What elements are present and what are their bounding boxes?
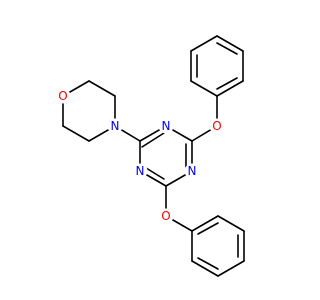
bond-phenyl-bottom — [191, 260, 219, 277]
bond-triazine-double — [145, 167, 165, 180]
bond-phenyl-bottom — [191, 215, 219, 232]
atom-n-triazine-3: N — [132, 163, 148, 179]
atom-symbol: N — [136, 164, 145, 178]
atom-symbol: N — [188, 164, 197, 178]
atom-n-triazine-1: N — [158, 118, 174, 134]
atom-symbol: O — [212, 119, 221, 133]
bond-morpholine — [62, 125, 90, 142]
bond-triazine-double — [141, 132, 165, 148]
bond-phenyl-top — [216, 80, 244, 97]
atom-symbol: O — [58, 89, 67, 103]
bond-phenyl-bottom-double — [197, 257, 219, 270]
atom-symbol: O — [161, 209, 170, 223]
bond-phenyl-top — [216, 35, 244, 52]
atom-o-ether-top: O — [209, 118, 225, 134]
atom-n-morpholine: N — [107, 118, 123, 134]
bond-phenyl-top — [190, 80, 218, 97]
bond-phenyl-bottom-double — [197, 222, 219, 235]
bond-phenyl-top-double — [216, 77, 238, 90]
atom-label-layer: O N N N N O O — [55, 88, 225, 224]
atom-o-ether-bottom: O — [158, 208, 174, 224]
bond-phenyl-top — [190, 35, 218, 52]
bond-layer — [62, 35, 245, 277]
atom-symbol: N — [111, 119, 120, 133]
bond-morpholine — [88, 80, 116, 97]
atom-o-morpholine: O — [55, 88, 71, 104]
atom-n-triazine-2: N — [184, 163, 200, 179]
molecule-structure-diagram: O N N N N O O — [55, 35, 245, 277]
atom-symbol: N — [162, 119, 171, 133]
bond-phenyl-bottom — [217, 260, 245, 277]
bond-phenyl-bottom — [217, 215, 245, 232]
bond-phenyl-top-double — [216, 42, 238, 55]
